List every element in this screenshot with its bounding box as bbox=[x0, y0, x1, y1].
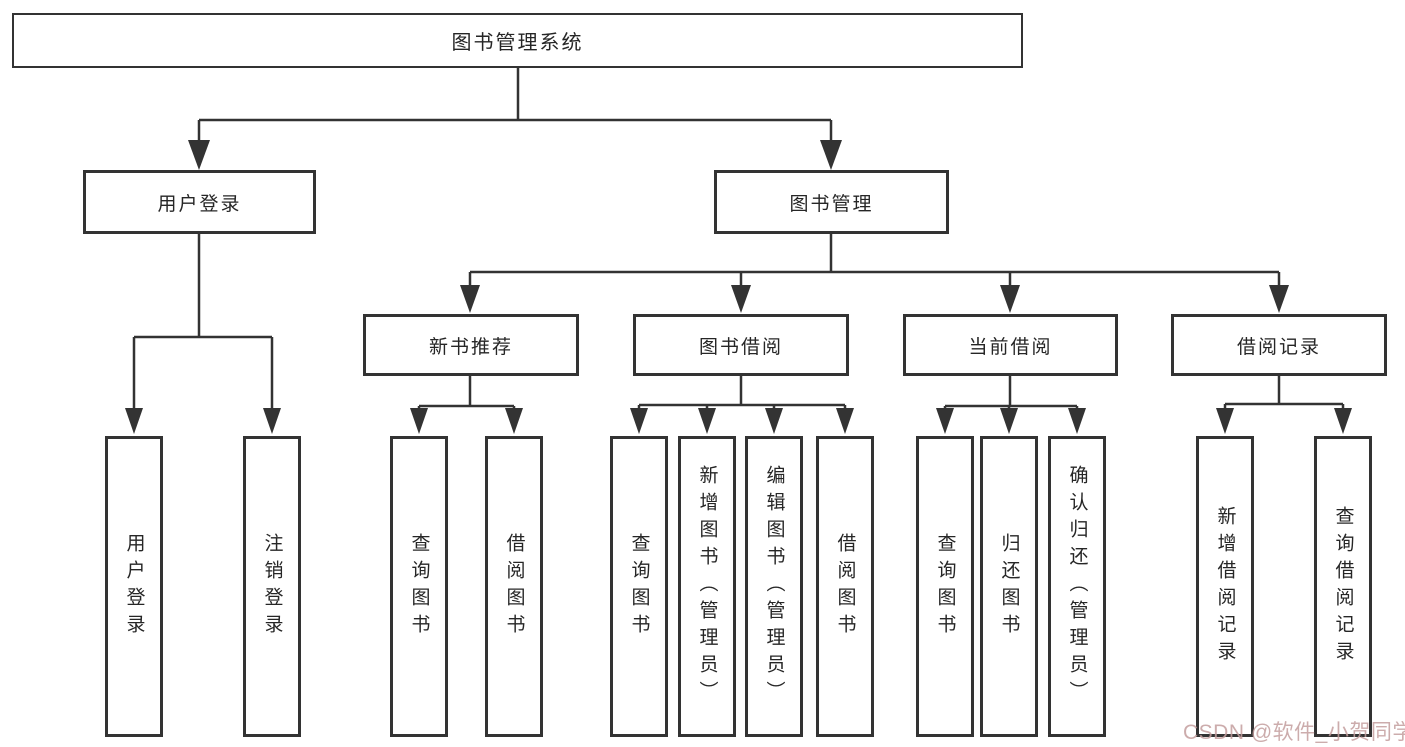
leaf-records-add-borrow-record-label: 新增借阅记录 bbox=[1214, 505, 1236, 668]
leaf-recommend-query-books: 查询图书 bbox=[390, 436, 448, 737]
leaf-current-confirm-return-admin: 确认归还（管理员） bbox=[1048, 436, 1106, 737]
leaf-borrowing-add-books-admin: 新增图书（管理员） bbox=[678, 436, 736, 737]
leaf-borrowing-query-books: 查询图书 bbox=[610, 436, 668, 737]
node-root: 图书管理系统 bbox=[12, 13, 1023, 68]
node-new-book-recommend-label: 新书推荐 bbox=[428, 336, 513, 358]
leaf-borrowing-add-books-admin-label: 新增图书（管理员） bbox=[696, 465, 718, 708]
node-user-login-label: 用户登录 bbox=[157, 193, 242, 215]
leaf-borrowing-edit-books-admin: 编辑图书（管理员） bbox=[745, 436, 803, 737]
leaf-recommend-borrow-books: 借阅图书 bbox=[485, 436, 543, 737]
node-book-borrowing-label: 图书借阅 bbox=[698, 336, 783, 358]
node-borrowing-records-label: 借阅记录 bbox=[1236, 336, 1321, 358]
leaf-recommend-borrow-books-label: 借阅图书 bbox=[503, 532, 525, 641]
leaf-borrowing-query-books-label: 查询图书 bbox=[628, 532, 650, 641]
leaf-current-return-books: 归还图书 bbox=[980, 436, 1038, 737]
node-current-borrowing-label: 当前借阅 bbox=[968, 336, 1053, 358]
leaf-current-return-books-label: 归还图书 bbox=[998, 532, 1020, 641]
node-current-borrowing: 当前借阅 bbox=[903, 314, 1118, 376]
leaf-current-confirm-return-admin-label: 确认归还（管理员） bbox=[1066, 465, 1088, 708]
node-book-management-label: 图书管理 bbox=[789, 193, 874, 215]
csdn-watermark: CSDN @软件_小贺同学 bbox=[1183, 721, 1405, 744]
leaf-records-add-borrow-record: 新增借阅记录 bbox=[1196, 436, 1254, 737]
leaf-borrowing-borrow-books: 借阅图书 bbox=[816, 436, 874, 737]
leaf-borrowing-borrow-books-label: 借阅图书 bbox=[834, 532, 856, 641]
leaf-borrowing-edit-books-admin-label: 编辑图书（管理员） bbox=[763, 465, 785, 708]
node-root-label: 图书管理系统 bbox=[451, 32, 584, 54]
node-new-book-recommend: 新书推荐 bbox=[363, 314, 579, 376]
leaf-current-query-books: 查询图书 bbox=[916, 436, 974, 737]
node-borrowing-records: 借阅记录 bbox=[1171, 314, 1387, 376]
leaf-login-logout: 注销登录 bbox=[243, 436, 301, 737]
leaf-login-logout-label: 注销登录 bbox=[261, 532, 283, 641]
leaf-records-query-borrow-record: 查询借阅记录 bbox=[1314, 436, 1372, 737]
leaf-current-query-books-label: 查询图书 bbox=[934, 532, 956, 641]
leaf-login-user-login: 用户登录 bbox=[105, 436, 163, 737]
node-user-login: 用户登录 bbox=[83, 170, 316, 234]
leaf-records-query-borrow-record-label: 查询借阅记录 bbox=[1332, 505, 1354, 668]
node-book-management: 图书管理 bbox=[714, 170, 949, 234]
leaf-login-user-login-label: 用户登录 bbox=[123, 532, 145, 641]
node-book-borrowing: 图书借阅 bbox=[633, 314, 849, 376]
leaf-recommend-query-books-label: 查询图书 bbox=[408, 532, 430, 641]
